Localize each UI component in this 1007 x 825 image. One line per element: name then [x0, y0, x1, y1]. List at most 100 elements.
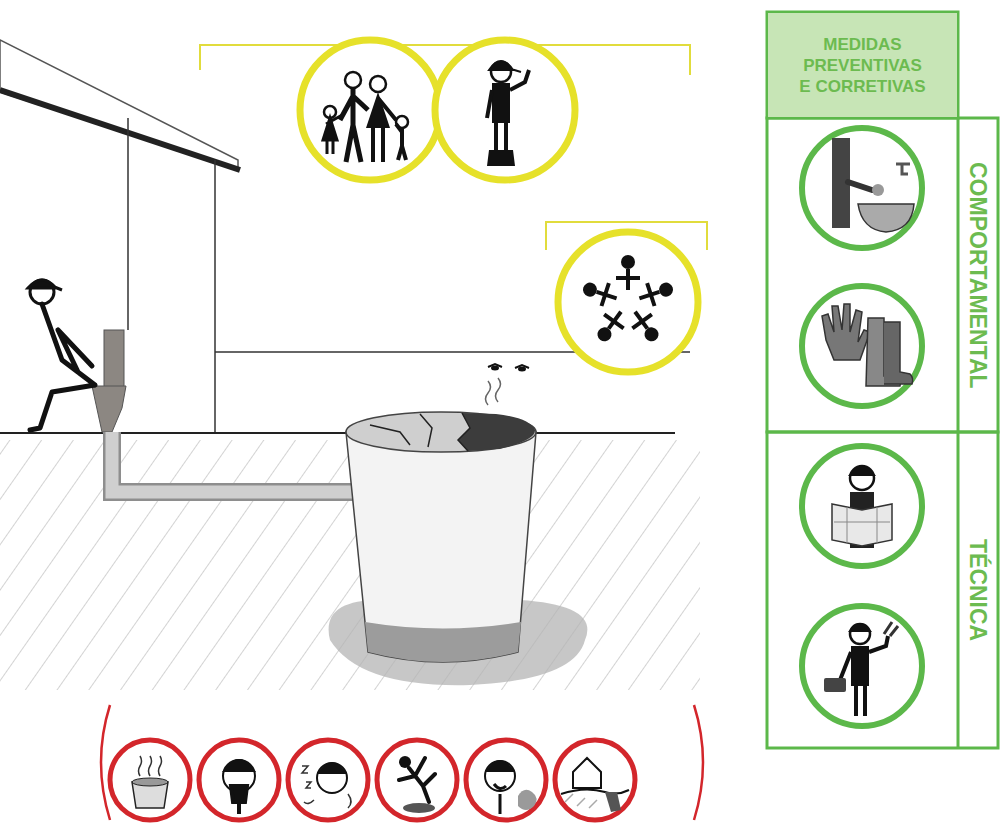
child-body [396, 124, 406, 160]
person-head [657, 281, 675, 299]
hard-hat [848, 466, 876, 476]
collapse-hazard-icon [555, 740, 635, 820]
hazard-circle [199, 740, 279, 820]
woman-body [373, 98, 396, 162]
person-body [616, 269, 640, 290]
heading-text: MEDIDAS PREVENTIVAS E CORRETIVAS [797, 34, 929, 97]
hand-on-mouth [231, 786, 247, 814]
gas-hazard-icon [466, 740, 546, 820]
family-icon [300, 40, 440, 180]
torso [851, 646, 869, 686]
panel-frame [767, 118, 998, 432]
toolbox [824, 678, 846, 692]
nausea-hazard-icon [199, 740, 279, 820]
worker-limbs [487, 70, 529, 152]
broken-lid [458, 413, 535, 451]
cap [222, 759, 256, 772]
house-symbol [573, 758, 601, 788]
measure-circle [802, 286, 922, 406]
hazard-circle [288, 740, 368, 820]
measure-circle [802, 606, 922, 726]
arm [848, 182, 872, 190]
falling-body [399, 758, 435, 802]
category-band: TÉCNICA [767, 432, 998, 748]
woman-head [370, 76, 386, 92]
person-body [625, 305, 657, 336]
sink [858, 204, 914, 232]
worker-cap [489, 61, 521, 72]
soil-hatching [565, 794, 597, 808]
measure-circle [802, 128, 922, 248]
category-label: COMPORTAMENTAL [964, 162, 991, 389]
person-body [30, 304, 95, 430]
lid-crack [370, 413, 470, 451]
category-label: TÉCNICA [964, 539, 991, 641]
person-head [581, 281, 599, 299]
community-person [580, 276, 621, 310]
hazard-bracket [694, 705, 703, 820]
tank-sludge [365, 622, 521, 662]
collapse-hole [605, 792, 621, 812]
community-person [616, 255, 640, 290]
sewer-pipe [112, 432, 372, 492]
plan-reading-icon [802, 446, 922, 566]
man-head [345, 72, 361, 88]
label-cell: COMPORTAMENTAL [956, 118, 998, 432]
exposed-circle [558, 232, 698, 372]
panel-divider [957, 118, 960, 748]
panel-frame [767, 12, 958, 118]
panel-frame [767, 432, 998, 748]
cap [848, 623, 872, 632]
measure-circle [802, 446, 922, 566]
odor-fumes [486, 378, 501, 405]
mouth [494, 784, 506, 814]
man-body [340, 88, 368, 162]
odor-hazard-icon [110, 740, 190, 820]
toilet-tank [104, 330, 124, 390]
person-body [593, 280, 620, 309]
soap-foam [872, 184, 884, 196]
toilet-bowl [92, 386, 126, 432]
fly [518, 367, 526, 372]
ppe-icon [802, 286, 922, 406]
fly [491, 366, 499, 371]
tank-symbol [132, 778, 168, 786]
boot [884, 322, 913, 384]
sewer-pipe [112, 432, 372, 492]
community-person [591, 305, 631, 347]
exposed-circle [435, 40, 575, 180]
pliers [884, 622, 898, 636]
maintenance-icon [802, 606, 922, 726]
person-body [599, 305, 631, 336]
house-wall [127, 118, 129, 330]
community-icon [558, 232, 698, 372]
house-wall [214, 160, 216, 432]
limbs [840, 636, 888, 716]
worker-torso [492, 83, 510, 123]
cap [485, 760, 515, 772]
person-body [636, 280, 663, 309]
hazard-bracket [101, 705, 110, 820]
header-box: MEDIDAS PREVENTIVAS E CORRETIVAS [768, 13, 957, 117]
fumes [139, 756, 162, 776]
worker-icon [435, 40, 575, 180]
map [832, 504, 892, 546]
person-head [621, 255, 635, 269]
dizziness-hazard-icon [288, 740, 368, 820]
community-person [636, 276, 677, 310]
person-cap [28, 280, 62, 290]
gas-cloud [518, 790, 537, 810]
glove [822, 304, 870, 360]
label-cell: TÉCNICA [956, 432, 998, 748]
hazard-circle [377, 740, 457, 820]
tank-lid [346, 412, 536, 452]
category-band: COMPORTAMENTAL [767, 118, 998, 432]
map-folds [834, 507, 890, 543]
face [317, 763, 347, 793]
dizzy-marks [302, 766, 351, 808]
roof-edge [0, 90, 240, 170]
face [485, 761, 515, 791]
